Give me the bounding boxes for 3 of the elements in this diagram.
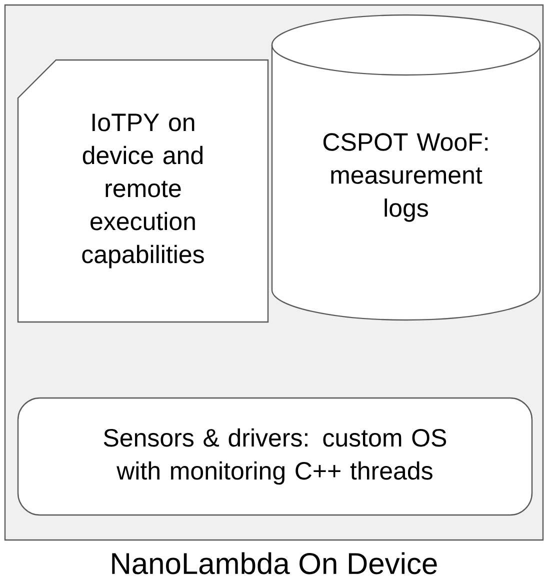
rounded-box: Sensors & drivers: custom OS with monitoring C++ threads [17,397,533,516]
database-cylinder: CSPOT WooF: measurement logs [271,14,541,321]
node-label: NanoLambda On Device [112,552,437,574]
